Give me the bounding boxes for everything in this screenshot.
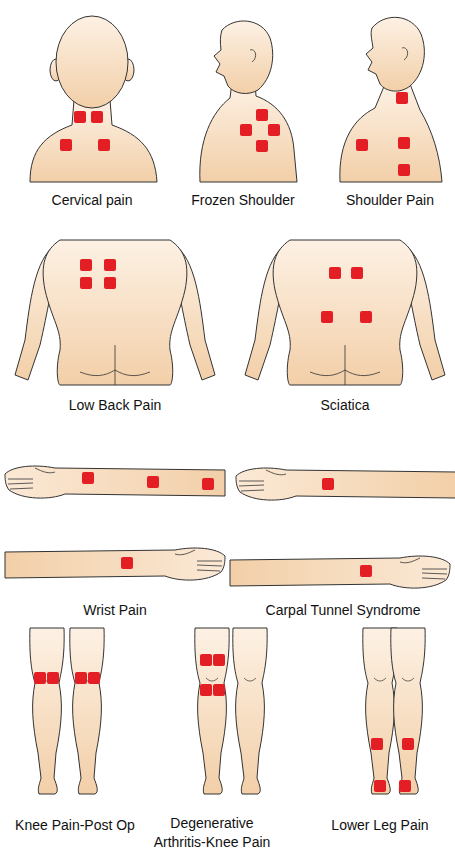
shoulders [30, 100, 157, 182]
electrode-pad [147, 476, 159, 488]
electrode-pad [322, 478, 334, 490]
electrode-pad [121, 557, 133, 569]
side-figure [340, 17, 442, 182]
electrode-pad [74, 111, 86, 123]
electrode-pad [88, 672, 100, 684]
electrode-pad [213, 654, 225, 666]
electrode-pad [98, 139, 110, 151]
electrode-pad [321, 311, 333, 323]
caption-label: Degenerative Arthritis-Knee Pain [145, 814, 280, 852]
electrode-pad [200, 654, 212, 666]
caption-label: Carpal Tunnel Syndrome [243, 601, 443, 620]
electrode-pad [200, 684, 212, 696]
caption-label: Wrist Pain [40, 601, 190, 620]
electrode-pad [256, 140, 268, 152]
leg-figure [233, 628, 267, 794]
head [366, 17, 424, 91]
electrode-pad [371, 738, 383, 750]
back-figure [245, 240, 445, 385]
electrode-pad [360, 565, 372, 577]
ear [250, 50, 256, 62]
electrode-pad [104, 277, 116, 289]
electrode-pad [268, 124, 280, 136]
caption-label: Frozen Shoulder [178, 191, 308, 210]
electrode-pad [104, 259, 116, 271]
electrode-pad [34, 672, 46, 684]
electrode-pad [91, 111, 103, 123]
electrode-pad [75, 672, 87, 684]
side-figure [200, 21, 297, 182]
electrode-pad [240, 124, 252, 136]
electrode-pad [80, 259, 92, 271]
electrode-pad [60, 139, 72, 151]
ear [402, 48, 408, 60]
electrode-pad [398, 164, 410, 176]
caption-label: Shoulder Pain [330, 191, 450, 210]
electrode-pad [360, 311, 372, 323]
electrode-pad [213, 684, 225, 696]
caption-label: Lower Leg Pain [315, 816, 445, 835]
electrode-pad [402, 738, 414, 750]
head [56, 16, 128, 108]
torso [340, 84, 442, 182]
electrode-pad [256, 109, 268, 121]
electrode-pad [374, 780, 386, 792]
arm-figure [230, 556, 450, 588]
electrode-pad [47, 672, 59, 684]
caption-label: Low Back Pain [40, 396, 190, 415]
leg-figure [70, 628, 104, 794]
electrode-pad [82, 472, 94, 484]
torso [200, 82, 297, 182]
arm-figure [5, 548, 225, 580]
caption-label: Sciatica [270, 396, 420, 415]
leg-figure [30, 628, 64, 794]
electrode-pad [329, 267, 341, 279]
electrode-pad [396, 92, 408, 104]
electrode-pad [351, 267, 363, 279]
caption-label: Knee Pain-Post Op [5, 816, 145, 835]
back-figure [15, 240, 215, 385]
leg-figure [391, 628, 425, 794]
electrode-pad [399, 780, 411, 792]
electrode-pad [398, 137, 410, 149]
electrode-pad [202, 478, 214, 490]
arm-figure [5, 466, 225, 498]
leg-figure [195, 628, 229, 794]
head-back-figure [30, 16, 157, 182]
caption-label: Cervical pain [27, 191, 157, 210]
head [214, 21, 273, 94]
electrode-pad [80, 277, 92, 289]
arm-figure [236, 468, 455, 500]
electrode-pad [356, 139, 368, 151]
